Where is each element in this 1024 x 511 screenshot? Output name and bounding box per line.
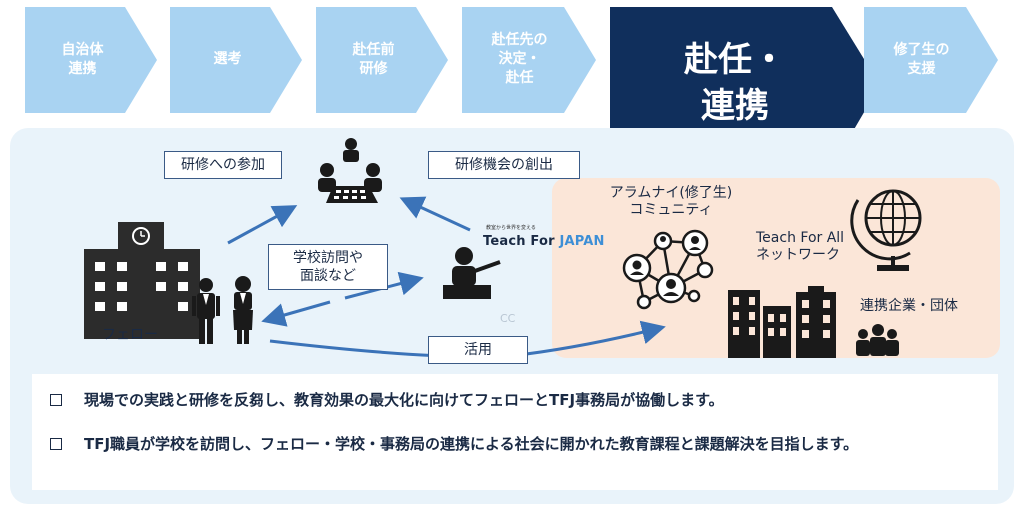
step-label-4: 赴任先の 決定・ 赴任 (491, 32, 548, 86)
school-building-icon (84, 222, 200, 339)
checkbox-bullet-icon (50, 438, 62, 450)
checkbox-bullet-icon (50, 394, 62, 406)
process-steps: 自治体 連携 選考 赴任前 研修 赴任先の 決定・ 赴任 赴任・ 連携 修了生の… (0, 0, 1024, 175)
tfj-logo: Teach For JAPAN (483, 234, 605, 249)
step-label-2: 選考 (213, 51, 242, 67)
callout-training-participation: 研修への参加 (164, 151, 282, 179)
step-chevron-4 (462, 7, 596, 113)
step-label-3: 赴任前 研修 (352, 42, 395, 77)
network-nodes-icon (622, 229, 714, 310)
step-chevron-5 (610, 7, 880, 167)
arrow-visit-left (261, 300, 331, 327)
bullet-1-text: 現場での実践と研修を反芻し、教育効果の最大化に向けてフェローとTFJ事務局が協働… (84, 391, 724, 409)
alumni-community-label: アラムナイ(修了生) コミュニティ (609, 185, 733, 218)
callout-training-opportunity: 研修機会の創出 (428, 151, 580, 179)
process-chevrons (25, 7, 998, 167)
office-buildings-icon (728, 286, 836, 358)
callout-use: 活用 (428, 336, 528, 364)
partners-label: 連携企業・団体 (860, 298, 958, 314)
bullet-2: TFJ職員が学校を訪問し、フェロー・学校・事務局の連携による社会に開かれた教育課… (50, 433, 964, 455)
tfa-network-label: Teach For All ネットワーク (756, 230, 845, 263)
step-chevron-1 (25, 7, 157, 113)
group-people-icon (856, 324, 899, 356)
fellow-label: フェロー (102, 327, 158, 343)
step-label-6: 修了生の 支援 (893, 42, 950, 77)
step-label-1: 自治体 連携 (61, 42, 104, 77)
tfj-logo-tagline: 教室から世界を変える (486, 225, 536, 231)
arrow-tfj-to-training (399, 196, 471, 232)
globe-icon (850, 189, 922, 271)
step-label-5: 赴任・ 連携 (684, 40, 786, 126)
cc-mark: CC (500, 312, 516, 325)
meeting-table-icon (318, 138, 382, 203)
bullet-1: 現場での実践と研修を反芻し、教育効果の最大化に向けてフェローとTFJ事務局が協働… (50, 389, 964, 411)
step-chevron-2 (170, 7, 302, 113)
step-chevron-3 (316, 7, 448, 113)
network-people-icon (630, 236, 701, 296)
step-chevron-6 (864, 7, 998, 113)
tfj-logo-teach: Teach For (483, 234, 560, 249)
teacher-presentation-icon (443, 247, 501, 299)
arrow-fellows-to-training (227, 205, 298, 245)
summary-box: 現場での実践と研修を反芻し、教育効果の最大化に向けてフェローとTFJ事務局が協働… (32, 374, 998, 490)
fellows-icon (192, 276, 253, 344)
tfj-logo-japan: JAPAN (559, 234, 605, 249)
bullet-2-text: TFJ職員が学校を訪問し、フェロー・学校・事務局の連携による社会に開かれた教育課… (84, 435, 859, 453)
callout-school-visit: 学校訪問や 面談など (268, 244, 388, 290)
